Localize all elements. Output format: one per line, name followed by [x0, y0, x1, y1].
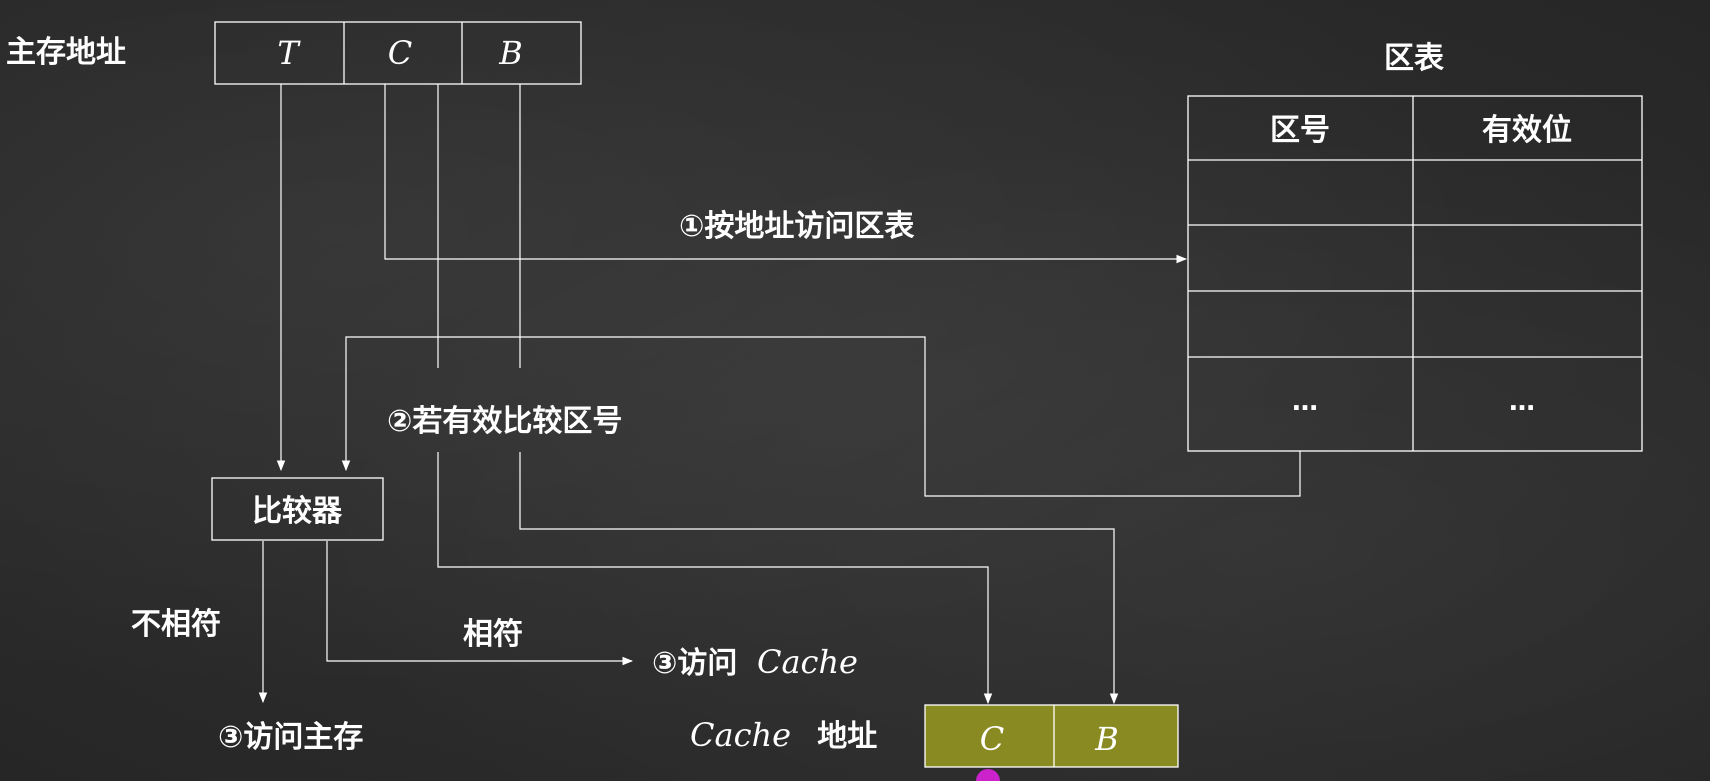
step-access-cache-word: Cache [757, 643, 858, 681]
main-address-label: 主存地址 [6, 35, 126, 70]
cache-address-register: C B [924, 704, 1179, 768]
step-access-cache: ③访问 Cache [652, 643, 858, 681]
wire-match [326, 541, 634, 666]
zone-table-header-valid: 有效位 [1482, 113, 1572, 148]
cache-address-field-b: B [1094, 720, 1119, 758]
cache-address-label-word: Cache [690, 716, 791, 754]
cache-address-label: Cache 地址 [690, 716, 877, 754]
step-access-main-memory: ③访问主存 [218, 720, 363, 755]
pointer-dot [976, 769, 1000, 781]
step-access-zone-table: ①按地址访问区表 [679, 209, 914, 244]
comparator-label: 比较器 [252, 494, 343, 529]
zone-table: 区号 有效位 … … [1187, 95, 1643, 452]
zone-table-title: 区表 [1384, 41, 1444, 76]
connection-wires [258, 84, 1301, 705]
wire-c-to-cache [437, 452, 993, 705]
main-address-register: T C B [214, 21, 582, 85]
main-address-field-b: B [498, 34, 523, 72]
cache-address-label-suffix: 地址 [817, 719, 877, 754]
cache-address-field-c: C [980, 720, 1004, 758]
zone-table-ellipsis-zone: … [1292, 387, 1318, 417]
zone-table-header-zone: 区号 [1270, 113, 1330, 148]
wire-c-to-zone-table [384, 84, 1188, 264]
zone-table-ellipsis-valid: … [1509, 387, 1535, 417]
main-address-field-c: C [388, 34, 412, 72]
wire-zone-to-comparator [341, 336, 1301, 497]
comparator-match-label: 相符 [463, 617, 523, 652]
step-compare-if-valid: ②若有效比较区号 [387, 404, 622, 439]
comparator: 比较器 [211, 477, 384, 541]
comparator-mismatch-label: 不相符 [131, 607, 221, 642]
wire-b-to-cache [519, 452, 1119, 705]
main-address-field-t: T [277, 34, 301, 72]
step-access-cache-prefix: ③访问 [652, 646, 737, 681]
